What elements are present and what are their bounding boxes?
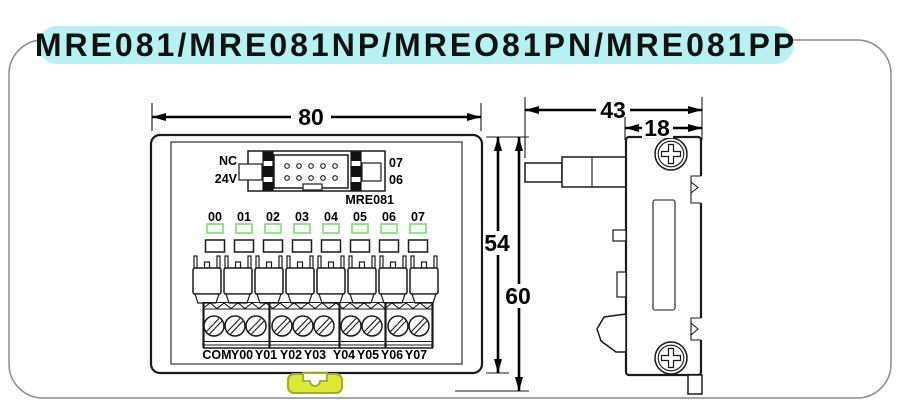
model-label: MRE081 (345, 193, 394, 207)
idc-connector: NC 24V 07 06 MRE081 (215, 150, 403, 207)
side-view-drawing: 43 18 (524, 97, 703, 395)
led-label: 00 (208, 210, 222, 224)
dim-height-60: 60 (455, 137, 533, 392)
dim-label-body-height: 54 (484, 230, 510, 256)
led-indicators: 00 01 02 03 04 05 06 07 (204, 210, 429, 253)
terminal-label: Y04 (333, 348, 355, 362)
dim-label-total-depth: 43 (600, 97, 626, 123)
terminal-label: Y01 (255, 348, 277, 362)
terminal-label: Y03 (304, 348, 326, 362)
terminal-label: Y05 (357, 348, 379, 362)
terminal-screw (361, 315, 383, 337)
din-hook-lower (690, 317, 703, 341)
terminal-screw (271, 315, 293, 337)
title-banner-bg (38, 26, 794, 64)
dim-depth-43: 43 (524, 97, 703, 158)
terminal-label: Y02 (280, 348, 302, 362)
connector-right-tab (361, 162, 382, 182)
dim-width-80: 80 (151, 103, 482, 131)
mount-foot (687, 374, 703, 395)
led-label: 04 (324, 210, 338, 224)
relay-block (254, 255, 284, 304)
spring-clip (596, 313, 627, 353)
din-slot (652, 199, 676, 311)
led-label: 03 (295, 210, 309, 224)
led-label: 02 (266, 210, 280, 224)
dim-depth-18: 18 (624, 115, 702, 141)
terminal-screw (203, 315, 225, 337)
led-label: 07 (411, 210, 425, 224)
dim-label-width: 80 (298, 104, 324, 130)
terminal-strip: COM Y00 Y01 Y02 Y03 Y04 Y05 Y06 Y07 (202, 301, 434, 362)
led-label: 06 (382, 210, 396, 224)
relay-block (223, 255, 253, 304)
title-banner: MRE081/MRE081NP/MREO81PN/MRE081PP (35, 26, 797, 64)
clamp-jaws (202, 302, 434, 310)
connector-label-nc: NC (219, 154, 237, 168)
side-tab-upper (612, 229, 627, 242)
front-view-drawing: NC 24V 07 06 MRE081 00 01 02 03 04 05 06… (149, 103, 533, 394)
connector-left-tab (238, 163, 263, 181)
content-frame (8, 39, 892, 399)
dim-label-body-depth: 18 (644, 115, 670, 141)
dim-height-54: 54 (483, 136, 529, 374)
led-label: 01 (237, 210, 251, 224)
terminal-label: Y07 (405, 348, 427, 362)
screw-bottom (654, 341, 688, 375)
module-inner-outline (170, 141, 463, 365)
terminal-label: Y00 (231, 348, 253, 362)
relay-block (378, 255, 408, 304)
relay-block (316, 255, 346, 304)
dim-label-total-height: 60 (505, 283, 531, 309)
terminal-screw (313, 315, 335, 337)
terminal-screw (292, 315, 314, 337)
terminal-screw (224, 315, 246, 337)
din-clip-notch (302, 372, 328, 387)
relay-block (347, 255, 377, 304)
terminal-screw (245, 315, 267, 337)
din-hook-upper (690, 175, 703, 204)
connector-label-07: 07 (389, 156, 403, 170)
terminal-label: Y06 (381, 348, 403, 362)
side-tab-lower (616, 271, 627, 298)
relay-block (409, 255, 439, 304)
idc-header (273, 154, 349, 189)
screw-top (654, 137, 688, 171)
din-clip (287, 372, 343, 394)
terminal-screw (387, 315, 409, 337)
connector-label-24v: 24V (215, 172, 238, 186)
led-label: 05 (353, 210, 367, 224)
terminal-screw (408, 315, 430, 337)
relay-block (192, 255, 222, 304)
connector-label-06: 06 (389, 173, 403, 187)
page-title: MRE081/MRE081NP/MREO81PN/MRE081PP (35, 27, 797, 63)
idc-key-notch (302, 183, 323, 191)
terminal-label: COM (202, 348, 231, 362)
relay-block (285, 255, 315, 304)
terminal-screw (340, 315, 362, 337)
